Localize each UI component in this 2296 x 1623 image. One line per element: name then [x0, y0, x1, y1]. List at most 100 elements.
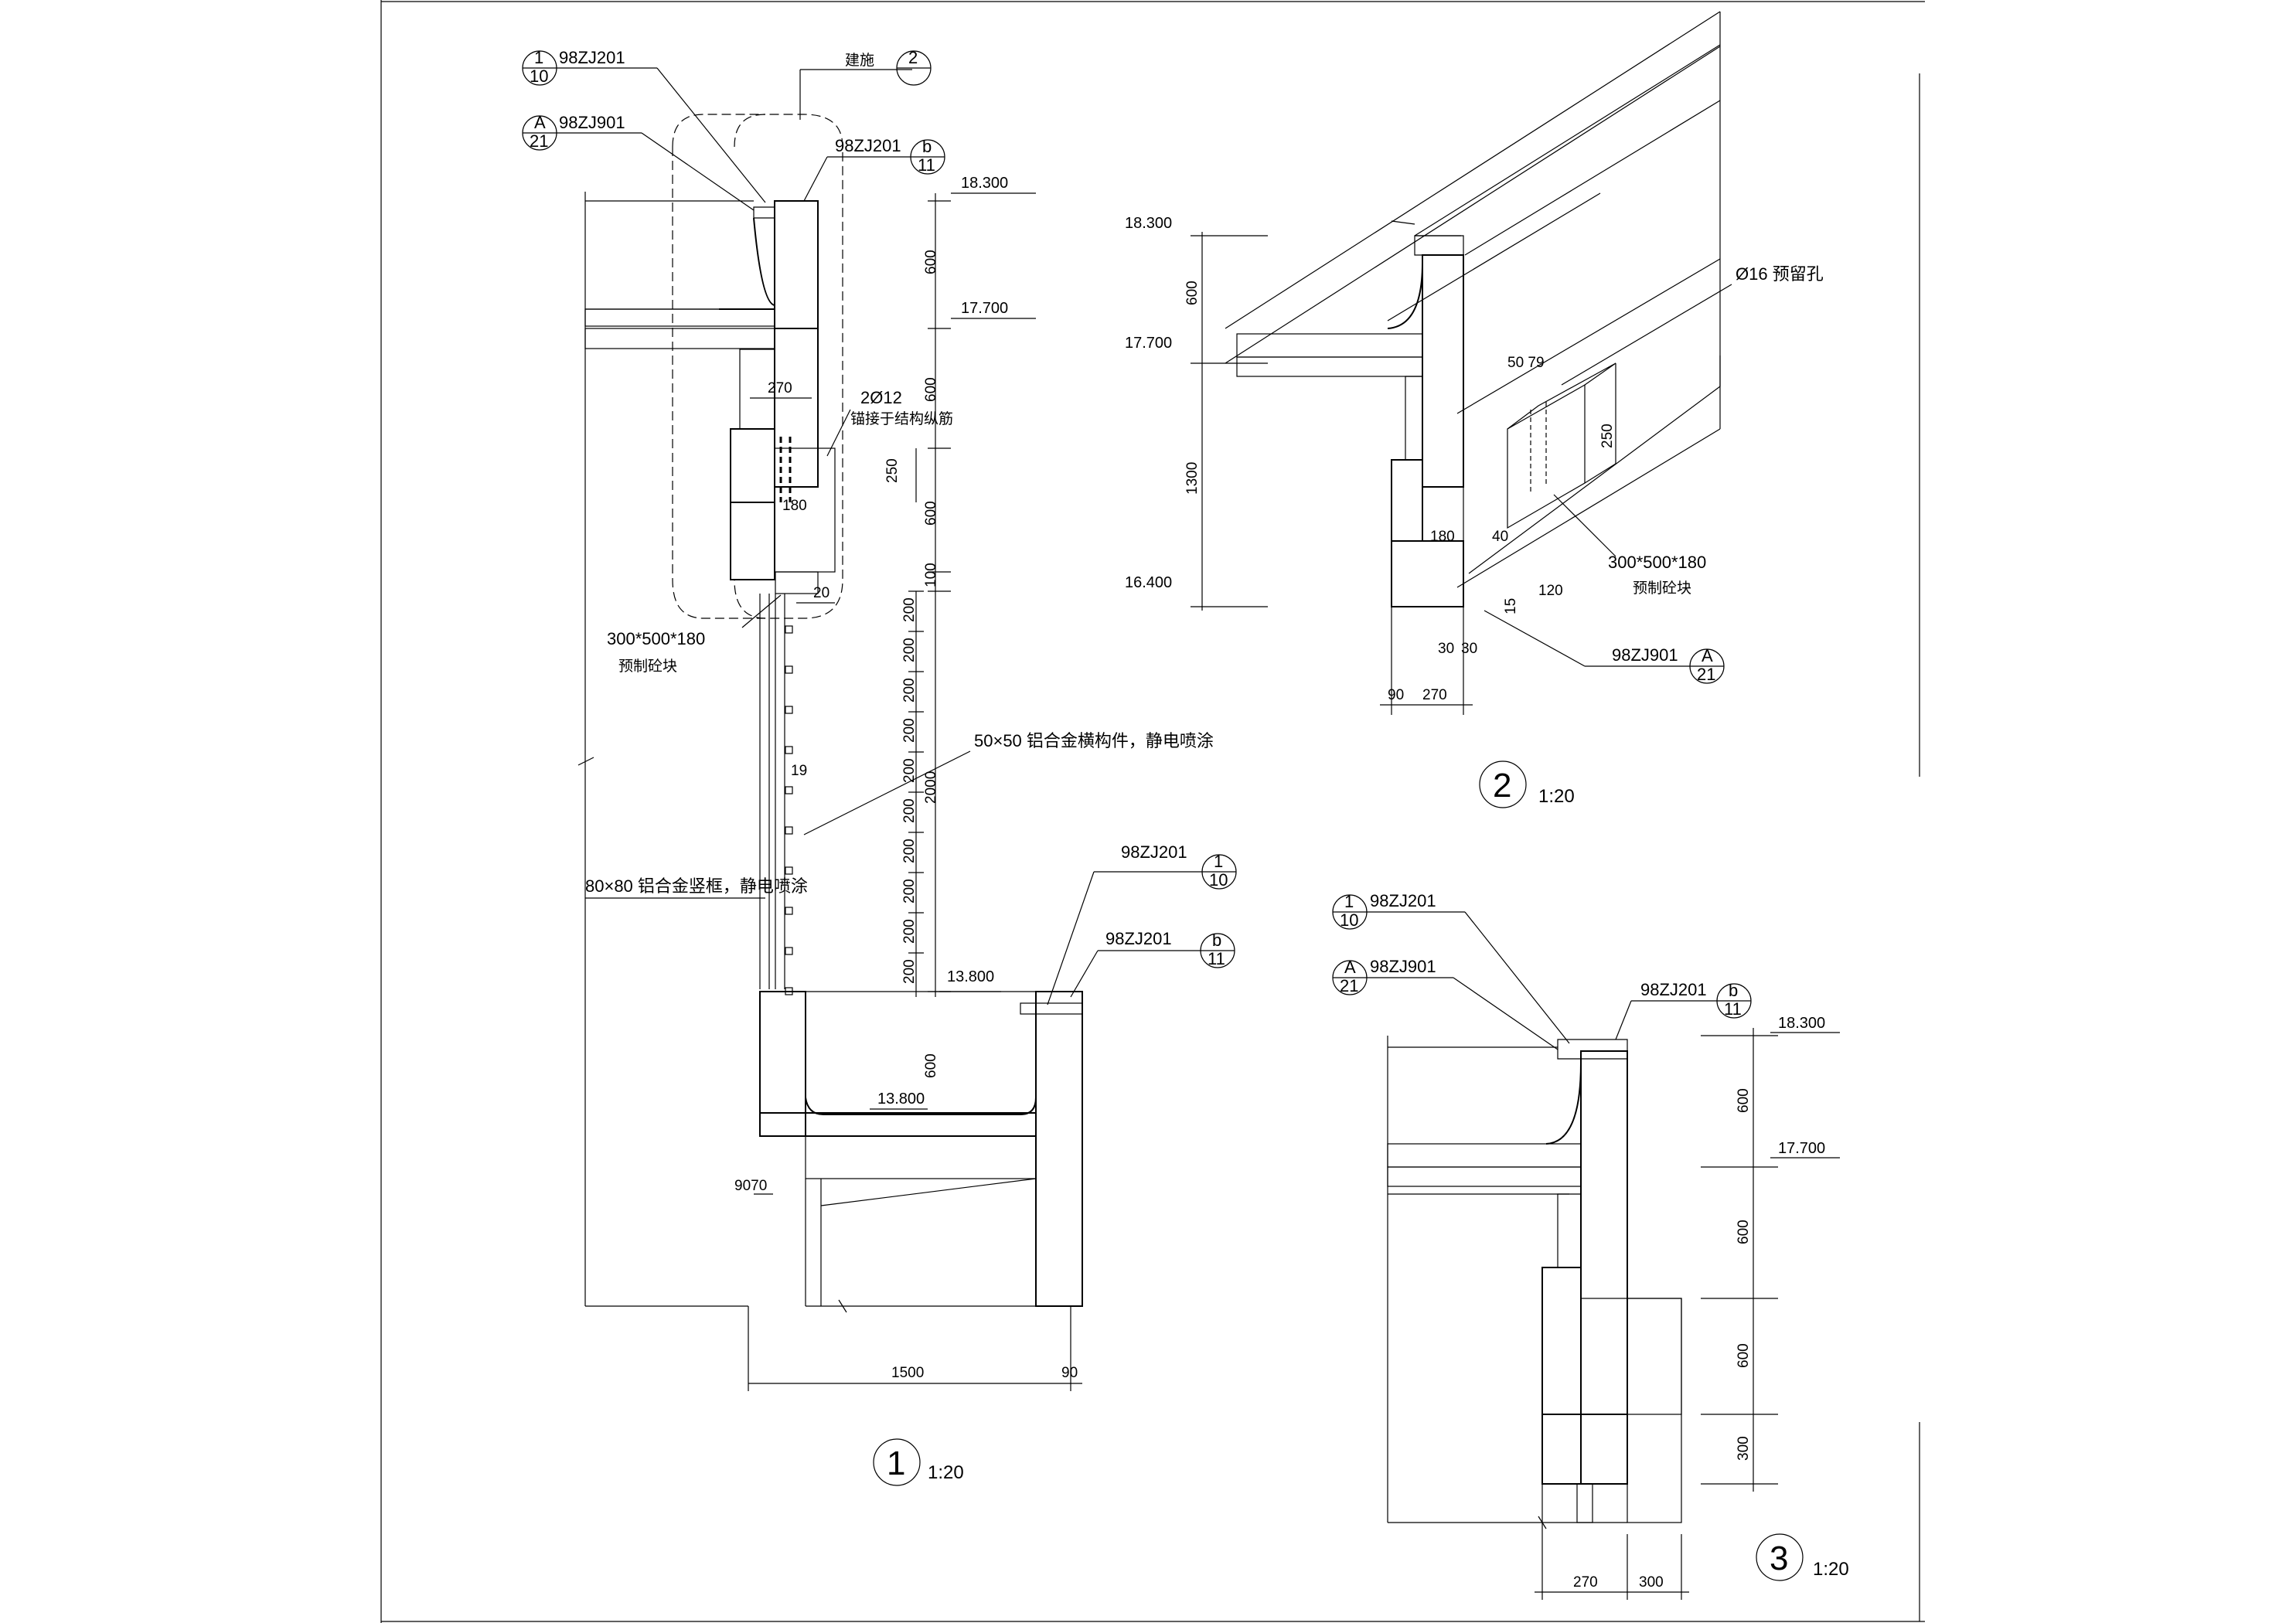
dim-40: 40 — [1492, 529, 1508, 545]
section-2-labels: 18.300 17.700 16.400 600 1300 Ø16 预留孔 50… — [1125, 215, 1824, 808]
level-18300: 18.300 — [961, 175, 1008, 192]
ref-page: 10 — [1340, 910, 1358, 930]
dim-200: 200 — [901, 879, 918, 903]
dim-600: 600 — [1736, 1088, 1752, 1113]
dim-2000: 2000 — [923, 771, 939, 804]
purlin-marker — [785, 625, 793, 634]
ref-code: 98ZJ201 — [835, 136, 901, 155]
ref-num: A — [534, 113, 546, 132]
ref-page: 21 — [1697, 665, 1715, 684]
block-size: 300*500*180 — [1608, 553, 1706, 572]
level-13800: 13.800 — [947, 968, 994, 985]
dim-30: 30 — [1438, 641, 1454, 657]
section-3-scale: 1:20 — [1813, 1559, 1849, 1580]
purlin-marker — [785, 866, 793, 875]
ref-code: 98ZJ201 — [1105, 929, 1172, 948]
section-2 — [1225, 11, 1721, 607]
dim-100: 100 — [923, 563, 939, 587]
dim-600: 600 — [923, 1053, 939, 1078]
ref-num: 1 — [534, 48, 543, 67]
level-18300: 18.300 — [1778, 1015, 1825, 1032]
ref-code: 98ZJ901 — [559, 113, 625, 132]
block-name: 预制砼块 — [1633, 580, 1691, 597]
jianshi-label: 建施 — [845, 52, 874, 69]
purlin-marker — [785, 826, 793, 835]
dim-200: 200 — [901, 758, 918, 783]
section-1-scale: 1:20 — [928, 1462, 964, 1483]
section-3-marker — [1756, 1533, 1804, 1581]
dim-600: 600 — [1184, 281, 1201, 305]
dim-90: 90 — [1061, 1365, 1078, 1381]
dim-200: 200 — [901, 798, 918, 823]
purlin-marker — [785, 665, 793, 674]
section-2-marker — [1479, 760, 1527, 808]
dim-9070: 9070 — [734, 1178, 767, 1194]
ref-num: b — [922, 137, 932, 156]
ref-page: 21 — [1340, 976, 1358, 995]
dim-270: 270 — [1573, 1574, 1598, 1591]
section-3-labels: 1 10 98ZJ201 A 21 98ZJ901 b 11 98ZJ201 1… — [1332, 891, 1849, 1600]
ref-page: 11 — [1724, 999, 1742, 1019]
dim-200: 200 — [901, 638, 918, 662]
section-1 — [577, 114, 843, 1307]
ref-code: 98ZJ901 — [1612, 645, 1678, 665]
dim-30: 30 — [1461, 641, 1477, 657]
ref-num: 2 — [908, 48, 918, 67]
dim-250: 250 — [884, 458, 901, 483]
purlin-markers — [785, 625, 793, 995]
section-1-dims — [748, 193, 1082, 1391]
dim-15: 15 — [1503, 598, 1519, 614]
ref-page: 10 — [530, 66, 548, 86]
section-1-marker — [873, 1438, 921, 1486]
section-3-number: 3 — [1770, 1540, 1788, 1577]
dim-300: 300 — [1639, 1574, 1664, 1591]
dim-200: 200 — [901, 718, 918, 743]
purlin-marker — [785, 947, 793, 955]
section-3 — [1387, 1036, 1682, 1534]
dim-120: 120 — [1538, 583, 1563, 599]
dim-200: 200 — [901, 839, 918, 863]
level-17700: 17.700 — [1778, 1140, 1825, 1157]
section-2-number: 2 — [1493, 767, 1511, 805]
dim-200: 200 — [901, 919, 918, 944]
mullion-label: 80×80 铝合金竖框，静电喷涂 — [585, 876, 808, 896]
level-18300: 18.300 — [1125, 215, 1172, 232]
purlin-marker — [785, 706, 793, 714]
dim-250: 250 — [1599, 424, 1616, 448]
dim-1500: 1500 — [891, 1365, 924, 1381]
hole-label: Ø16 预留孔 — [1736, 264, 1824, 284]
ref-page: 11 — [918, 155, 935, 175]
purlin-marker — [785, 786, 793, 794]
dim-1300: 1300 — [1184, 462, 1201, 495]
ref-num: 1 — [1214, 852, 1223, 871]
dim-270: 270 — [768, 380, 792, 396]
ref-num: A — [1702, 646, 1713, 665]
block-size: 300*500*180 — [607, 629, 705, 648]
ref-code: 98ZJ201 — [1370, 891, 1436, 910]
dim-600: 600 — [1736, 1220, 1752, 1244]
ref-num: 1 — [1344, 892, 1354, 911]
level-13800: 13.800 — [877, 1091, 925, 1108]
ref-code: 98ZJ201 — [1121, 842, 1187, 862]
purlin-marker — [785, 746, 793, 754]
sheet-frame — [380, 0, 1925, 1623]
ref-num: b — [1212, 931, 1221, 950]
dim-200: 200 — [901, 597, 918, 622]
anchor-label: 2Ø12 — [860, 388, 902, 407]
purlin-label: 50×50 铝合金横构件，静电喷涂 — [974, 731, 1214, 750]
dim-600: 600 — [923, 501, 939, 526]
dim-600: 600 — [923, 250, 939, 274]
ref-page: 10 — [1209, 870, 1228, 890]
ref-code: 98ZJ901 — [1370, 957, 1436, 976]
dim-5079: 50 79 — [1507, 355, 1545, 371]
dim-180: 180 — [1430, 529, 1455, 545]
dim-90: 90 — [1388, 687, 1404, 703]
section-2-scale: 1:20 — [1538, 786, 1575, 807]
dim-600: 600 — [1736, 1343, 1752, 1368]
ref-page: 21 — [530, 131, 548, 151]
dim-180: 180 — [782, 498, 807, 514]
ref-code: 98ZJ201 — [1640, 980, 1707, 999]
dim-300: 300 — [1736, 1436, 1752, 1461]
